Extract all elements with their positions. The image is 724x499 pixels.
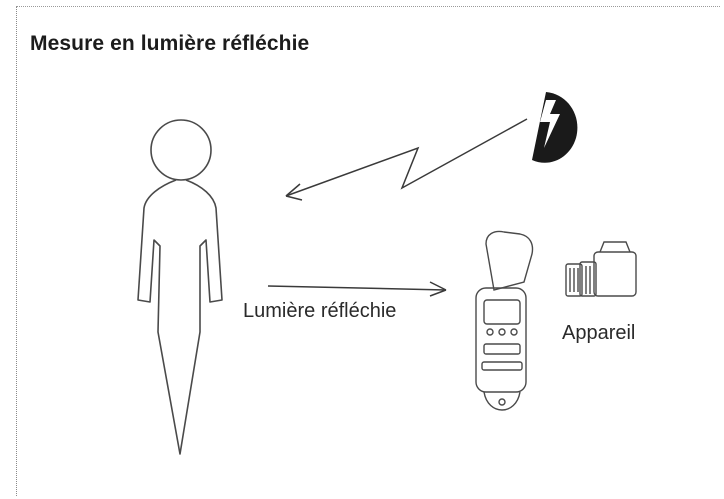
diagram-title: Mesure en lumière réfléchie — [30, 32, 310, 55]
incident-light-arrow — [285, 118, 528, 201]
flash-icon — [532, 92, 578, 163]
diagram-frame — [16, 6, 720, 496]
person-icon — [137, 119, 223, 455]
camera-label: Appareil — [562, 322, 636, 344]
light-meter-icon — [475, 230, 534, 411]
reflected-light-arrow — [267, 281, 447, 297]
reflected-light-label: Lumière réfléchie — [243, 300, 397, 322]
camera-icon — [565, 241, 637, 297]
